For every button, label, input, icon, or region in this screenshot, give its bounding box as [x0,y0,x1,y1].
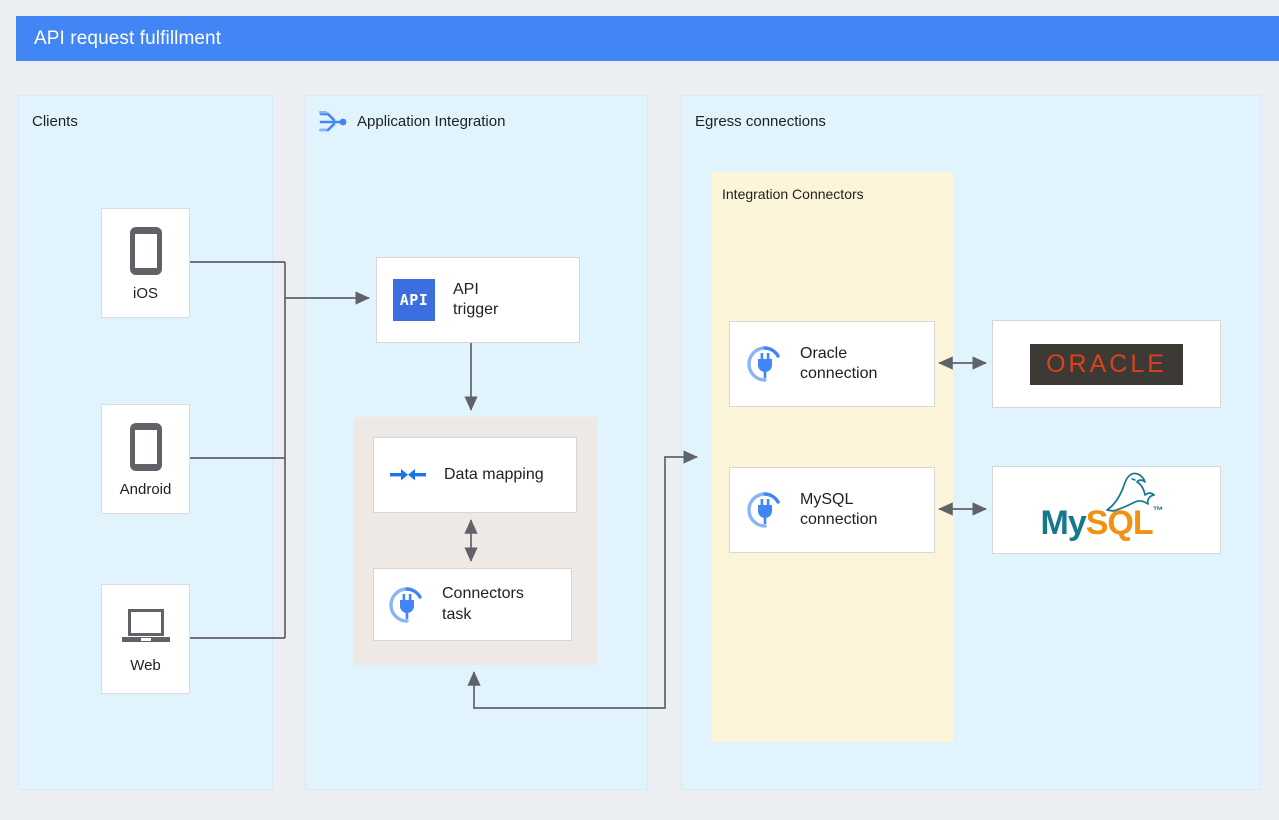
application-integration-icon [317,107,349,142]
client-device-android-label: Android [119,480,172,498]
connector-plug-icon [388,586,426,624]
panel-application-integration-label: Application Integration [357,113,506,130]
oracle-logo: ORACLE [1030,343,1183,385]
client-device-ios-label: iOS [132,284,158,302]
node-connectors-task-label: Connectors task [442,585,524,623]
integration-connectors-group [712,172,953,742]
database-mysql[interactable]: MySQL™ [992,466,1221,554]
mysql-dolphin-icon [1105,472,1155,512]
client-device-web[interactable]: Web [101,584,190,694]
api-trigger-icon: API [393,279,435,321]
node-connectors-task[interactable]: Connectors task [373,568,572,641]
node-data-mapping-label: Data mapping [444,465,544,483]
node-api-trigger-label: API trigger [453,280,499,318]
page-title: API request fulfillment [34,27,222,49]
mysql-wordmark: MySQL™ [1040,504,1164,542]
node-data-mapping[interactable]: Data mapping [373,437,577,513]
api-badge-text: API [393,279,435,321]
node-mysql-connection-label: MySQL connection [800,490,878,528]
node-oracle-connection-label: Oracle connection [800,344,878,382]
node-oracle-connection[interactable]: Oracle connection [729,321,935,407]
panel-clients-label: Clients [32,113,78,130]
node-mysql-connection[interactable]: MySQL connection [729,467,935,553]
mysql-logo: MySQL™ [1027,472,1187,548]
connector-plug-icon [746,345,784,383]
client-device-web-label: Web [130,656,161,674]
client-device-ios[interactable]: iOS [101,208,190,318]
node-api-trigger[interactable]: API API trigger [376,257,580,343]
mobile-phone-icon [129,422,162,471]
client-device-android[interactable]: Android [101,404,190,514]
connector-plug-icon [746,491,784,529]
diagram-title-bar: API request fulfillment [16,16,1279,61]
mobile-phone-icon [129,226,162,275]
database-oracle[interactable]: ORACLE [992,320,1221,408]
panel-egress-connections-label: Egress connections [695,113,826,130]
laptop-icon [121,608,170,642]
integration-connectors-group-label: Integration Connectors [722,186,864,202]
data-mapping-icon [388,462,428,488]
